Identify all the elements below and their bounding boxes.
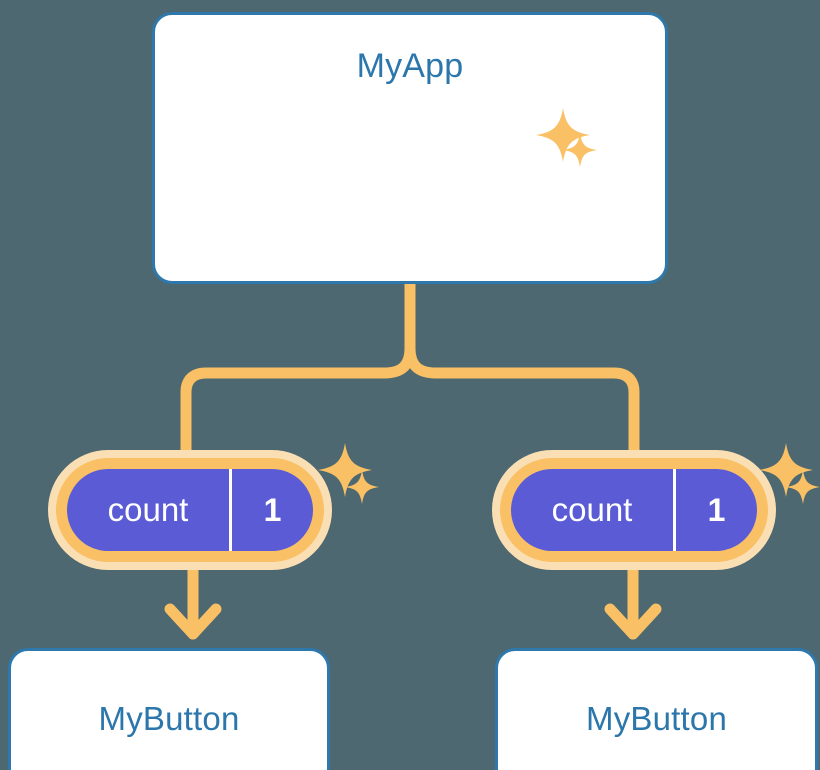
signal-value: 1 [229,469,313,551]
sparkle-small-icon-right [786,470,820,504]
pill-body: count 1 [67,469,313,551]
signal-name: count [551,491,633,528]
signal-pill-left[interactable]: count 1 [48,450,332,570]
mybutton-card-left[interactable]: MyButton [8,648,330,770]
mybutton-card-right[interactable]: MyButton [495,648,818,770]
branch-connector-icon-left [180,342,416,471]
signal-value: 1 [673,469,757,551]
page-title: MyApp [356,47,464,85]
mybutton-label-right: MyButton [586,699,727,737]
mybutton-label-left: MyButton [98,699,240,737]
myapp-card[interactable]: MyApp [152,12,668,284]
sparkle-small-icon-left [345,470,379,504]
arrow-down-icon-right [604,603,662,640]
pill-body: count 1 [511,469,757,551]
branch-connector-icon-right [404,342,640,471]
signal-pill-right[interactable]: count 1 [492,450,776,570]
arrow-down-icon-left [164,603,222,640]
signal-name: count [107,491,189,528]
